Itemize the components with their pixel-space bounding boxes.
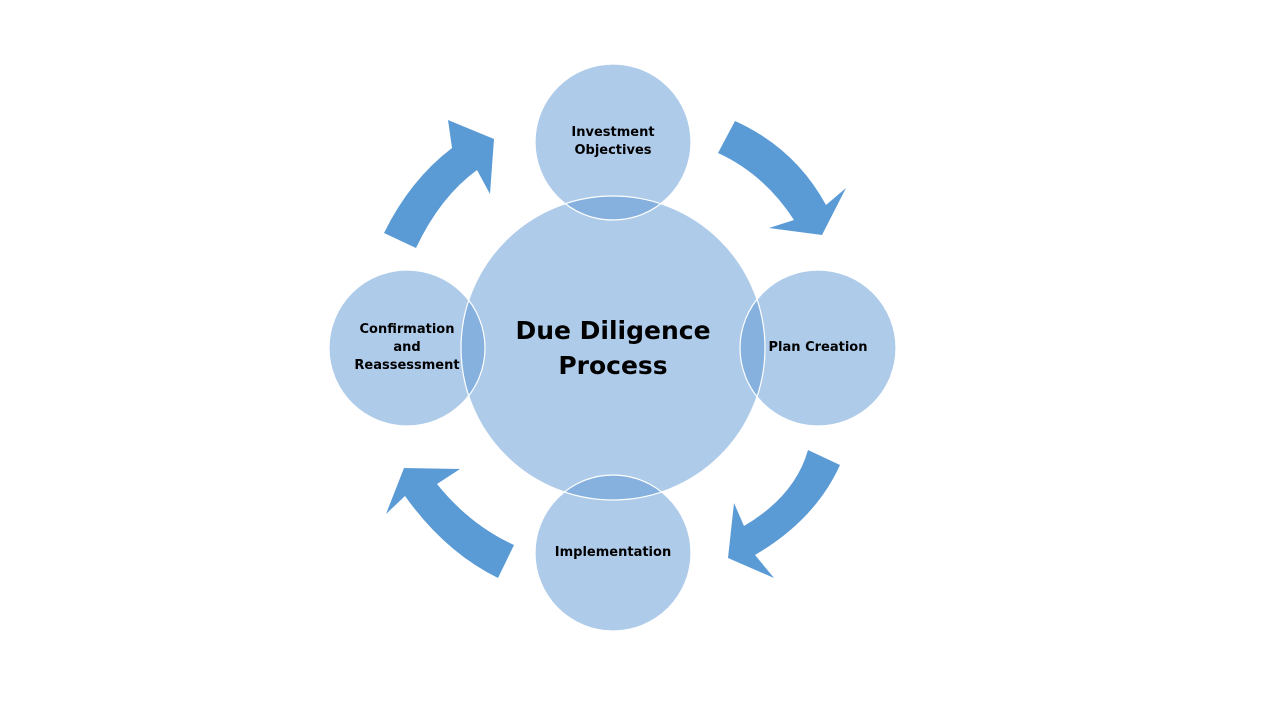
stage-circle-plan-creation bbox=[740, 270, 896, 426]
stage-label-investment-objectives: Investment Objectives bbox=[571, 125, 655, 158]
stage-label-implementation: Implementation bbox=[554, 545, 672, 560]
stage-circle-confirmation-reassessment bbox=[329, 270, 485, 426]
stage-circle-investment-objectives bbox=[535, 64, 691, 220]
stage-label-confirmation-reassessment: Confirmation and Reassessment bbox=[354, 322, 460, 373]
center-label: Due Diligence Process bbox=[515, 316, 711, 380]
center-circle bbox=[461, 196, 765, 500]
stage-label-plan-creation: Plan Creation bbox=[768, 340, 868, 355]
arrow-bottom-right bbox=[728, 450, 840, 578]
arrow-top-right bbox=[718, 121, 846, 235]
arrow-bottom-left bbox=[386, 468, 514, 578]
stage-circle-implementation bbox=[535, 475, 691, 631]
arrow-top-left bbox=[384, 120, 494, 248]
